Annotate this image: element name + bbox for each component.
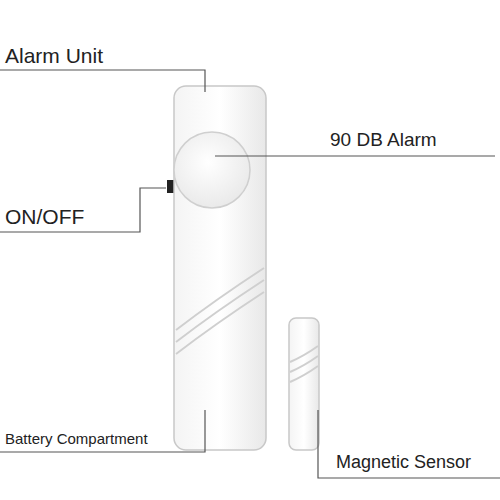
part-label: Magnetic Sensor bbox=[336, 453, 471, 473]
sensor-body bbox=[289, 318, 319, 450]
part-label: Alarm Unit bbox=[5, 44, 103, 67]
leader-line bbox=[0, 70, 205, 92]
stripe bbox=[176, 280, 264, 342]
stripe bbox=[176, 292, 264, 354]
leader-line bbox=[0, 188, 166, 232]
alarm-body bbox=[174, 86, 266, 450]
leader-line bbox=[318, 410, 500, 478]
part-label: ON/OFF bbox=[5, 205, 84, 228]
leader-line bbox=[0, 410, 205, 452]
leader-line bbox=[215, 155, 495, 156]
speaker bbox=[174, 132, 250, 208]
part-label: Battery Compartment bbox=[5, 431, 148, 448]
stripe bbox=[290, 366, 318, 382]
part-label: 90 DB Alarm bbox=[330, 130, 437, 151]
